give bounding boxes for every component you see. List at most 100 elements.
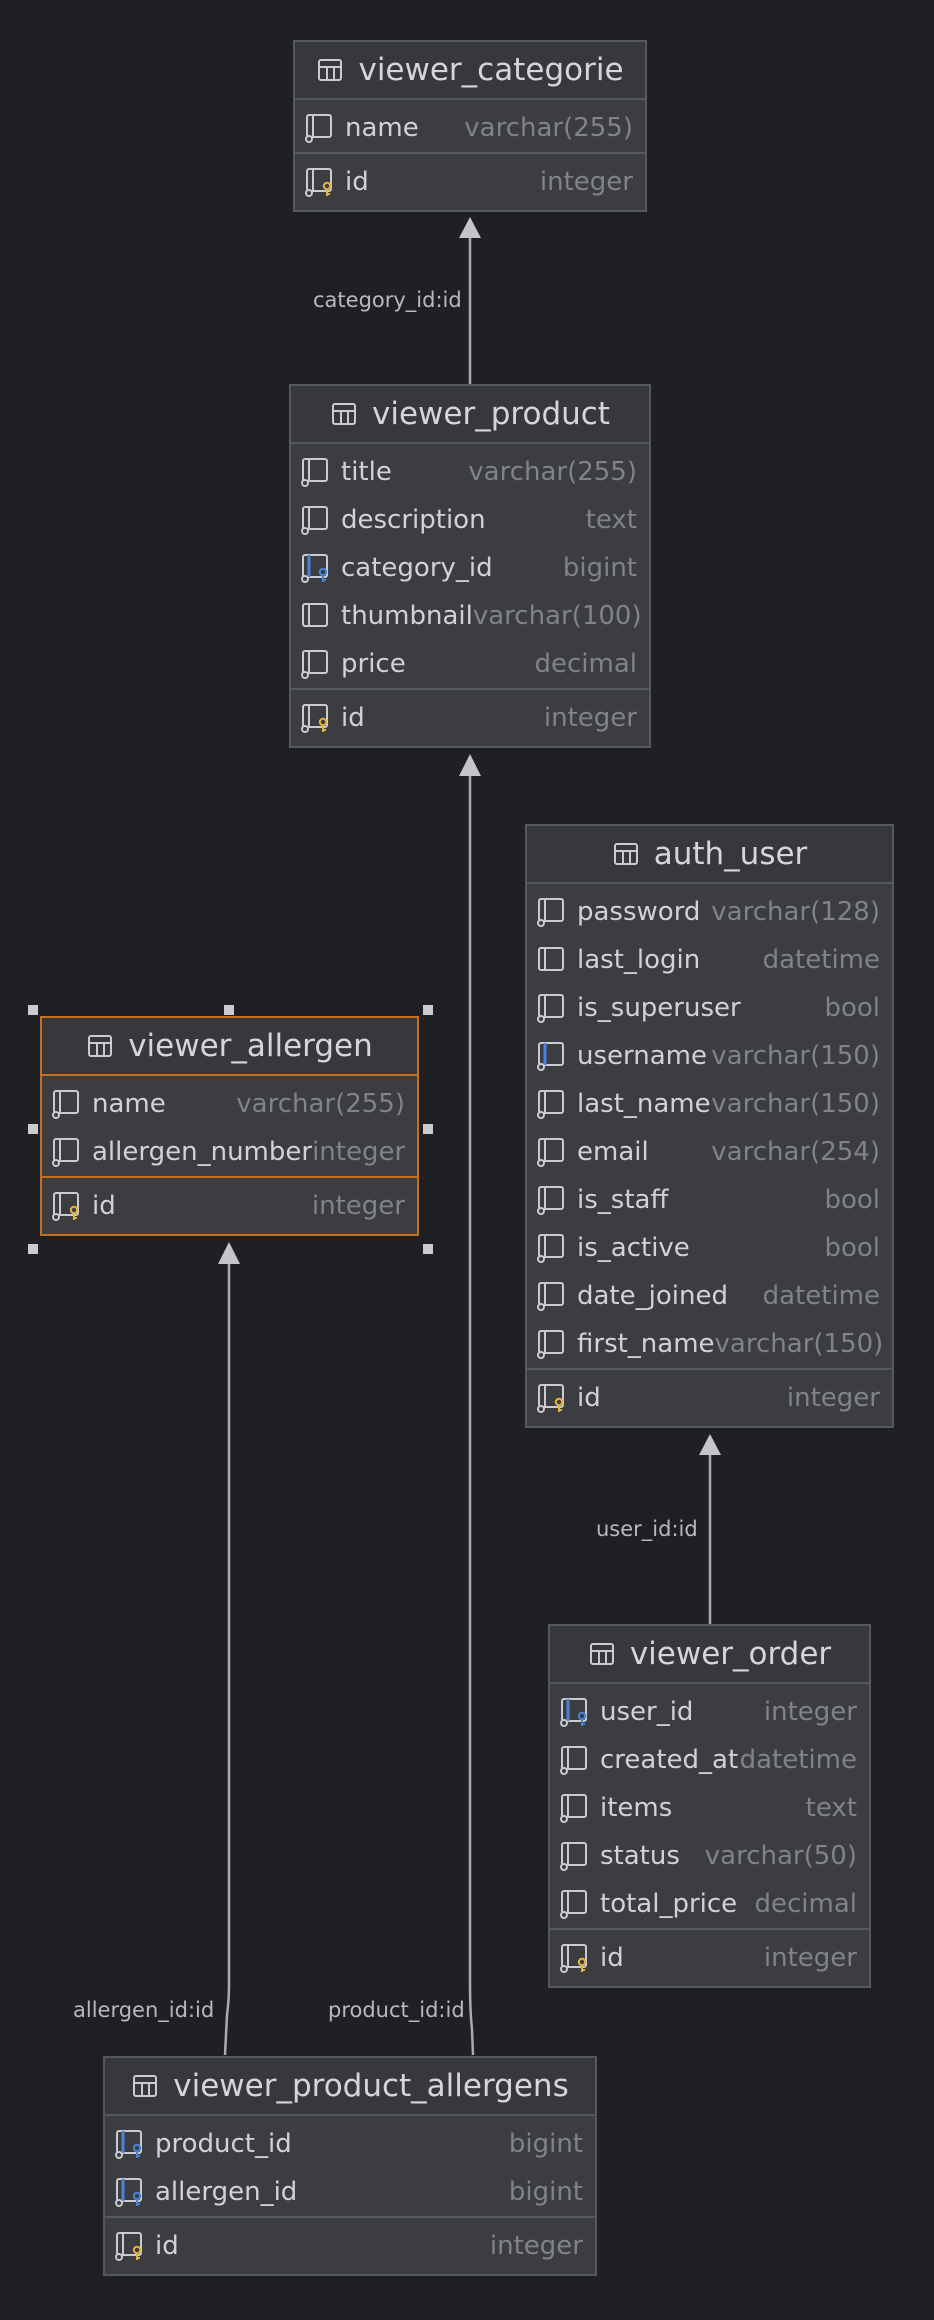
column-type: varchar(255)	[236, 1089, 405, 1119]
column-row-allergen-id[interactable]: allergen_id bigint	[105, 2168, 595, 2216]
column-name: total_price	[600, 1889, 738, 1919]
column-name: id	[345, 167, 369, 197]
selection-handle-middle-right[interactable]	[423, 1124, 433, 1134]
column-type: integer	[489, 2231, 583, 2261]
column-icon	[535, 1184, 567, 1216]
column-name: password	[577, 897, 701, 927]
table-header[interactable]: viewer_product	[291, 386, 649, 444]
table-header[interactable]: viewer_allergen	[42, 1018, 417, 1076]
table-header[interactable]: viewer_product_allergens	[105, 2058, 595, 2116]
column-row-name[interactable]: name varchar(255)	[42, 1080, 417, 1128]
column-name: last_login	[577, 945, 701, 975]
column-type: varchar(150)	[711, 1041, 880, 1071]
column-icon	[303, 112, 335, 144]
column-name: category_id	[341, 553, 493, 583]
selection-handle-bottom-left[interactable]	[28, 1244, 38, 1254]
column-type: bigint	[562, 553, 637, 583]
column-icon	[299, 504, 331, 536]
table-icon	[316, 56, 344, 84]
table-header[interactable]: auth_user	[527, 826, 892, 884]
selection-handle-top-center[interactable]	[224, 1005, 234, 1015]
column-type: bigint	[508, 2129, 583, 2159]
selection-handle-top-right[interactable]	[423, 1005, 433, 1015]
selection-handle-top-left[interactable]	[28, 1005, 38, 1015]
column-icon	[535, 896, 567, 928]
column-icon	[299, 648, 331, 680]
table-icon	[588, 1640, 616, 1668]
selection-handle-bottom-right[interactable]	[423, 1244, 433, 1254]
column-type: decimal	[534, 649, 637, 679]
relation-line-product	[468, 766, 475, 2056]
column-name: username	[577, 1041, 707, 1071]
column-name: is_active	[577, 1233, 690, 1263]
column-type: integer	[311, 1191, 405, 1221]
column-icon	[299, 456, 331, 488]
column-name: user_id	[600, 1697, 694, 1727]
column-row-category-id[interactable]: category_id bigint	[291, 544, 649, 592]
selection-handle-middle-left[interactable]	[28, 1124, 38, 1134]
column-name: last_name	[577, 1089, 711, 1119]
column-type: datetime	[762, 1281, 880, 1311]
column-name: thumbnail	[341, 601, 473, 631]
column-icon	[50, 1088, 82, 1120]
table-header[interactable]: viewer_categorie	[295, 42, 645, 100]
relation-label-allergen: allergen_id:id	[73, 1998, 215, 2022]
column-name: description	[341, 505, 486, 535]
column-name: name	[92, 1089, 166, 1119]
primary-key-icon	[299, 702, 331, 734]
column-icon	[50, 1136, 82, 1168]
column-row-password[interactable]: password varchar(128)	[527, 888, 892, 936]
nullable-column-icon	[535, 944, 567, 976]
column-name: is_superuser	[577, 993, 741, 1023]
table-header[interactable]: viewer_order	[550, 1626, 869, 1684]
table-icon	[131, 2072, 159, 2100]
foreign-key-icon	[113, 2128, 145, 2160]
primary-key-divider	[527, 1368, 892, 1370]
column-name: allergen_id	[155, 2177, 298, 2207]
column-type: bigint	[508, 2177, 583, 2207]
primary-key-divider	[295, 152, 645, 154]
column-name: created_at	[600, 1745, 739, 1775]
column-type: varchar(128)	[711, 897, 880, 927]
column-name: items	[600, 1793, 673, 1823]
